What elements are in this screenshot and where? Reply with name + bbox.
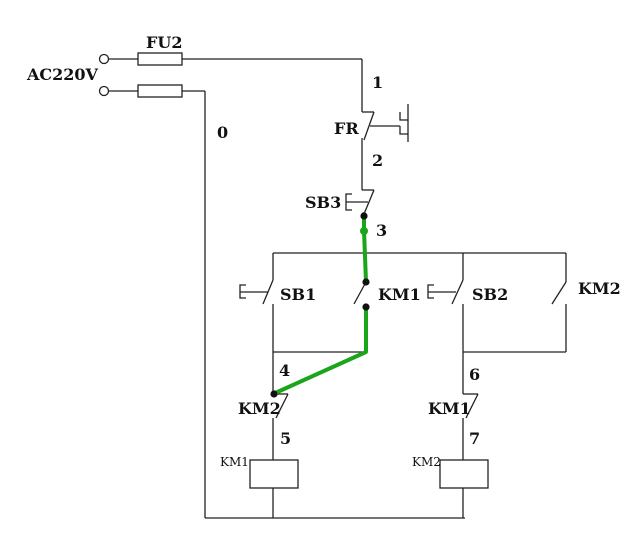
km1-interlock-label: KM1: [428, 399, 471, 418]
fuse-label: FU2: [146, 33, 182, 52]
stop-button-sb3: [345, 178, 375, 230]
sb2-label: SB2: [472, 285, 508, 304]
coil-km2: [439, 459, 489, 489]
highlighted-path: [270, 212, 370, 398]
fr-label: FR: [334, 119, 359, 138]
node-label-7: 7: [469, 429, 480, 448]
node-label-5: 5: [280, 429, 291, 448]
sb1-label: SB1: [280, 285, 316, 304]
junction-dot-green: [360, 227, 368, 235]
terminal-bottom: [98, 85, 110, 97]
km1-contact-label: KM1: [378, 285, 421, 304]
node-label-0: 0: [217, 123, 228, 142]
coil1-label: KM1: [220, 455, 249, 469]
power-supply: [98, 52, 465, 519]
coil2-label: KM2: [412, 455, 441, 469]
node-label-3: 3: [376, 221, 387, 240]
junction-dot: [360, 212, 368, 220]
sb3-label: SB3: [305, 193, 341, 212]
node-label-4: 4: [279, 361, 290, 380]
node-label-6: 6: [469, 365, 480, 384]
fuse-fu2-bottom: [137, 84, 183, 98]
source-label: AC220V: [26, 65, 99, 84]
thermal-relay-fr: [361, 59, 409, 178]
junction-dot: [270, 390, 278, 398]
km2-contact-label: KM2: [578, 279, 621, 298]
junction-dot: [362, 303, 370, 311]
node-label-1: 1: [372, 73, 383, 92]
coil-km1: [249, 459, 299, 489]
terminal-top: [98, 53, 110, 65]
junction-dot: [362, 278, 370, 286]
branch-km1: [239, 253, 367, 518]
fuse-fu2-top: [137, 52, 183, 66]
node-label-2: 2: [372, 151, 383, 170]
branch-km2: [427, 253, 567, 518]
km2-interlock-label: KM2: [238, 399, 281, 418]
